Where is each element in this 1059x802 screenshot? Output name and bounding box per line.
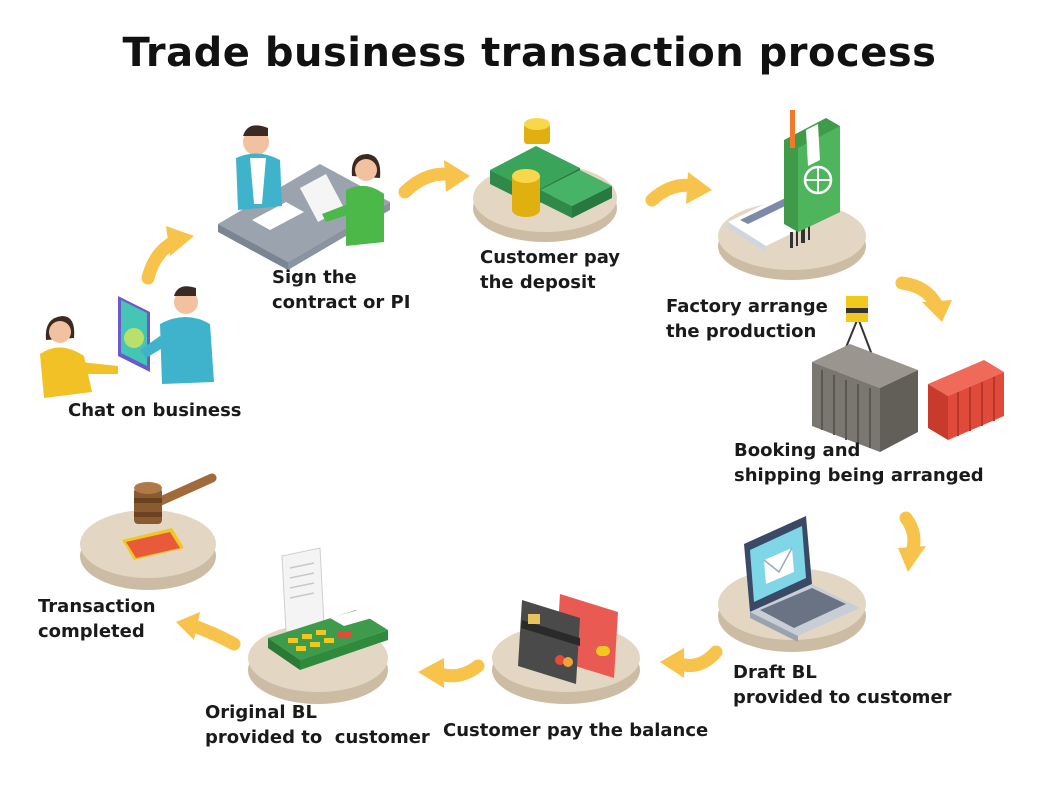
page-title: Trade business transaction process [122, 30, 937, 76]
laptop-mail-icon [718, 516, 866, 652]
step-label-original-bl: Original BL provided to customer [205, 702, 430, 748]
step-label-balance: Customer pay the balance [443, 720, 709, 741]
calculator-receipt-icon [248, 547, 388, 704]
arrow-draft-to-balance-head [660, 648, 684, 678]
step-label-completed: Transaction completed [38, 596, 156, 642]
credit-card-icon [492, 594, 640, 704]
step-label-chat: Chat on business [68, 400, 242, 421]
arrow-sign-to-deposit [398, 167, 457, 199]
arrow-original-to-completed-head [176, 612, 200, 640]
step-label-booking: Booking and shipping being arranged [734, 440, 984, 486]
arrow-balance-to-original [433, 659, 485, 683]
step-label-deposit: Customer pay the deposit [480, 247, 621, 293]
arrow-sign-to-deposit-head [444, 160, 470, 192]
arrow-original-to-completed [187, 619, 241, 651]
arrow-factory-to-booking [895, 276, 943, 311]
arrow-factory-to-booking-head [922, 300, 952, 322]
arrow-booking-to-draft [899, 511, 921, 559]
step-label-sign: Sign the contract or PI [272, 267, 411, 313]
arrow-deposit-to-factory-head [686, 172, 712, 204]
step-label-factory: Factory arrange the production [666, 296, 828, 342]
arrow-chat-to-sign-head [166, 226, 194, 256]
arrow-booking-to-draft-head [898, 546, 926, 572]
flow-arrows [141, 160, 952, 688]
chat-meeting-icon [40, 286, 214, 398]
gavel-sold-icon [80, 473, 217, 590]
money-deposit-icon [473, 118, 617, 242]
step-label-draft-bl: Draft BL provided to customer [733, 662, 952, 708]
shipping-container-icon [812, 296, 1004, 452]
passport-ticket-icon [718, 110, 866, 280]
contract-signing-icon [218, 125, 390, 270]
arrow-balance-to-original-head [418, 658, 444, 688]
arrow-draft-to-balance [673, 645, 723, 672]
